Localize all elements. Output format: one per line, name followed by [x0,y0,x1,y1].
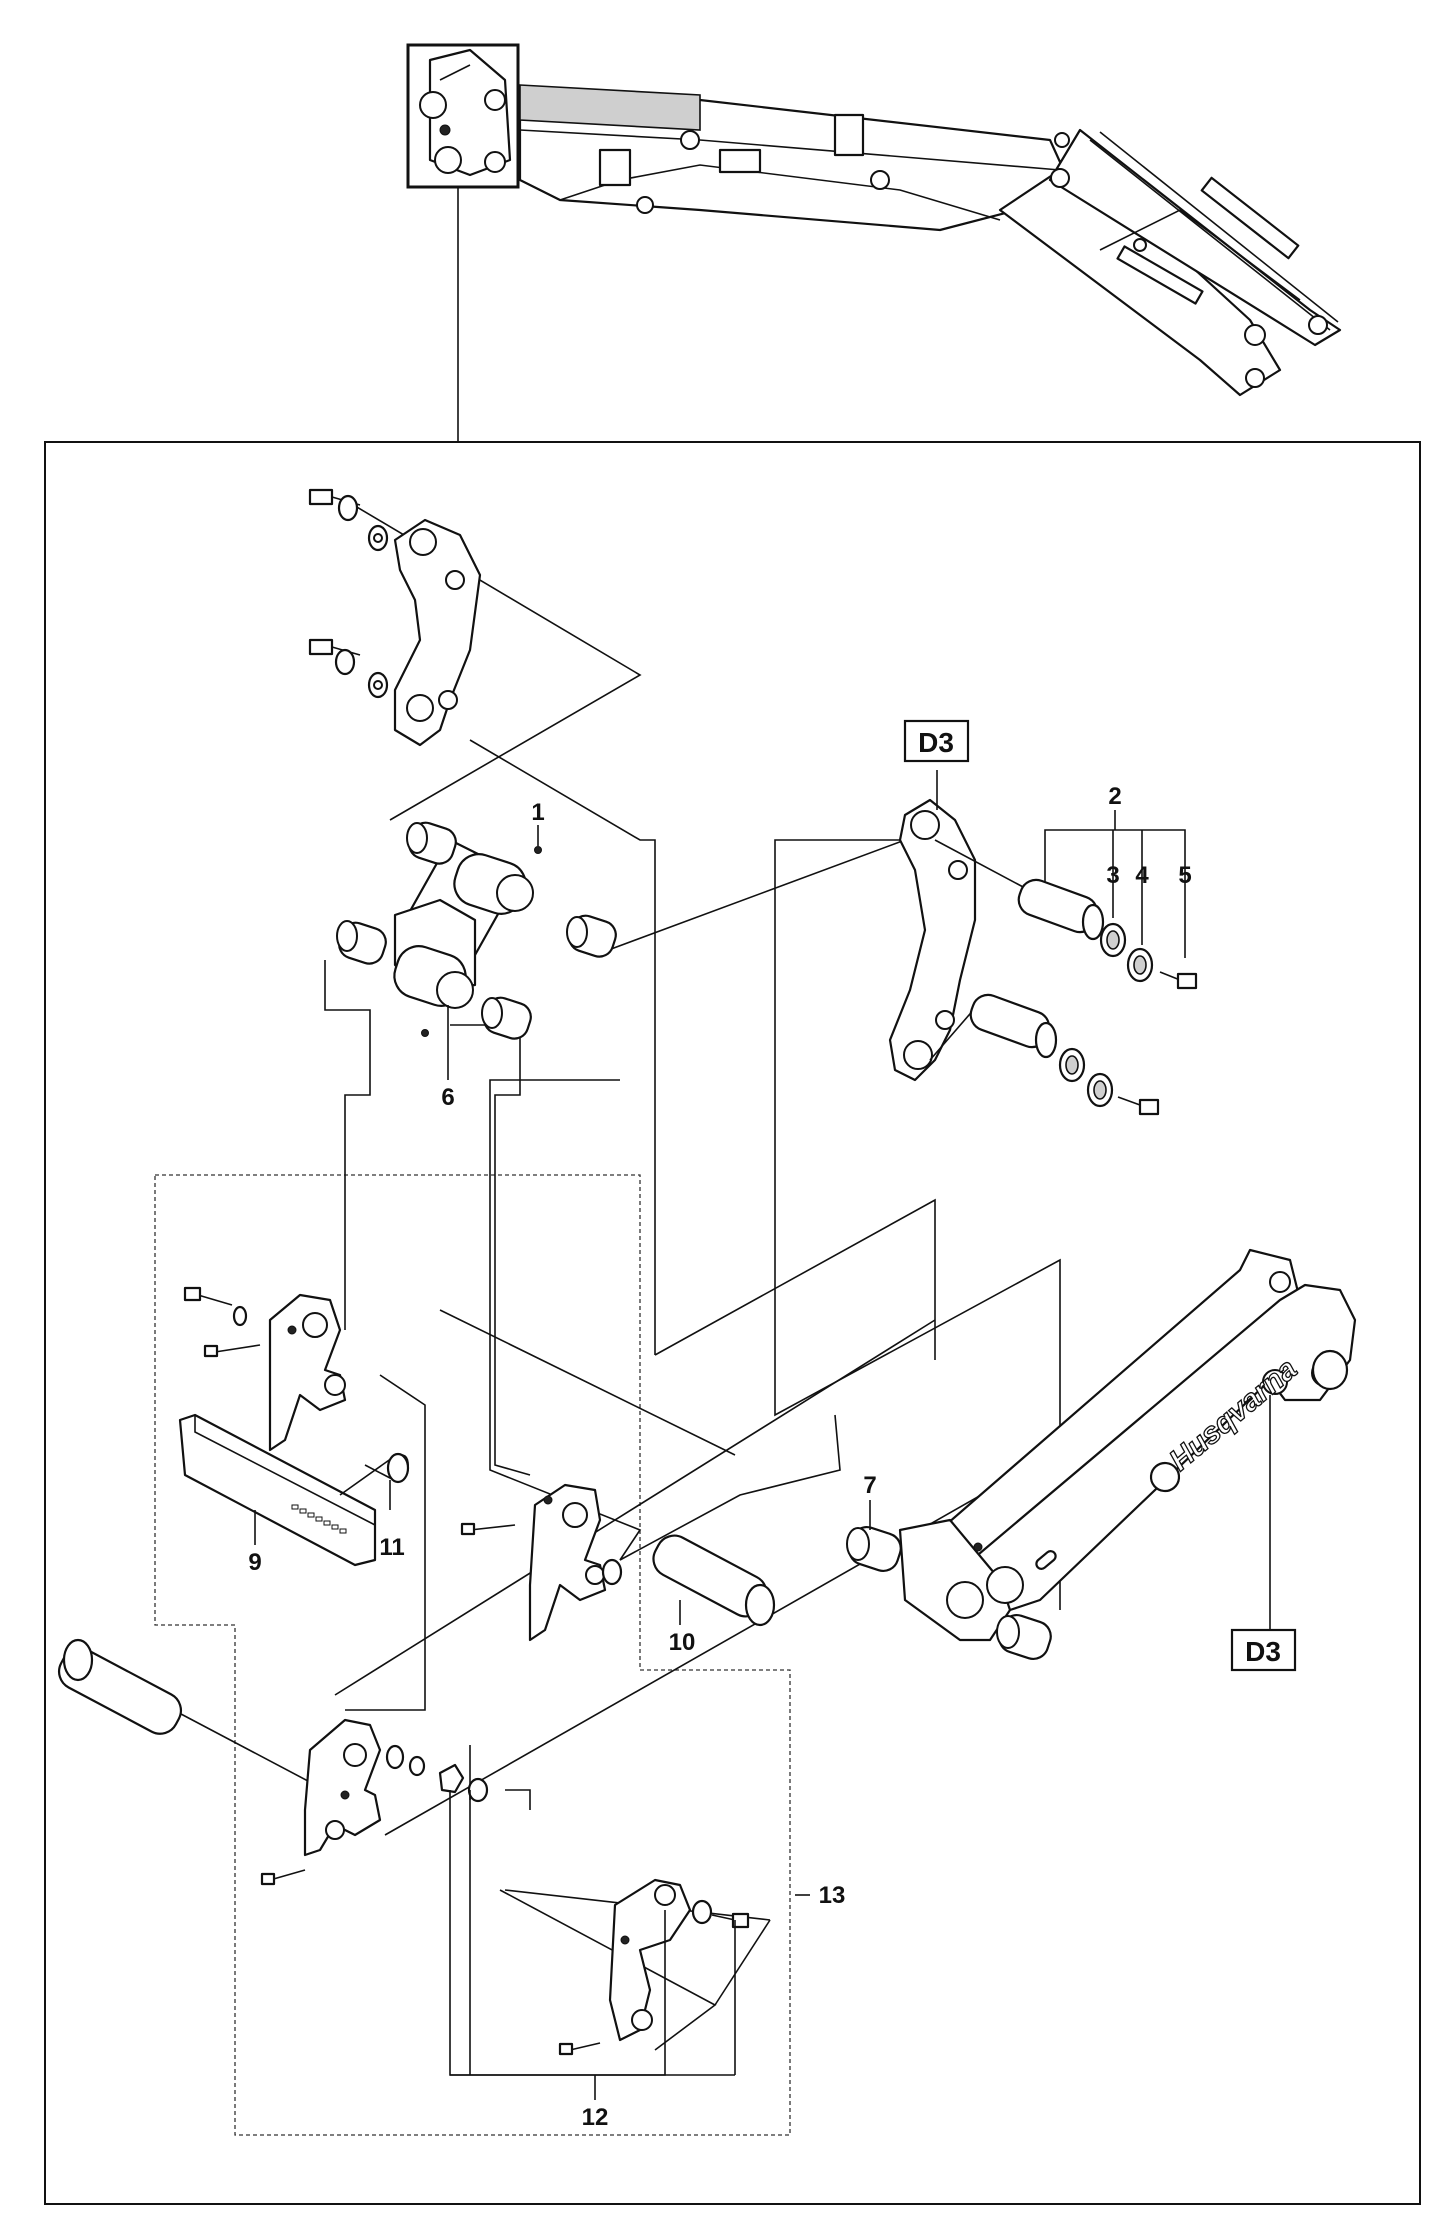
detail-highlight-box [406,43,520,189]
callout-5: 5 [1178,862,1191,889]
latch-center [460,1483,623,1642]
latch-lower-right [558,1878,750,2056]
handle-9 [178,1413,377,1567]
ref-box-bottom [1230,1628,1297,1672]
callout-13: 13 [819,1882,846,1909]
ref-label-top: D3 [918,727,954,758]
boom-overview-icon [419,48,1342,397]
link-plate-d3 [888,798,1198,1116]
ref-label-bottom: D3 [1245,1636,1281,1667]
callout-11: 11 [379,1534,404,1561]
callout-2: 2 [1108,783,1121,810]
husqvarna-crown-icon [1149,1461,1181,1493]
detail-frame [44,441,1421,2205]
callout-3: 3 [1106,862,1119,889]
pin-10 [652,1534,776,1627]
main-arm-d3: Husqvarna [846,1248,1357,1660]
callout-1: 1 [531,799,544,826]
callout-9: 9 [248,1549,261,1576]
callout-4: 4 [1135,862,1149,889]
callout-6: 6 [441,1084,454,1111]
spring-clip-11 [339,1452,410,1496]
callout-10: 10 [669,1629,696,1656]
pin-long-left [57,1638,183,1735]
callout-leaders [254,770,1271,2100]
link-plate-top [308,488,482,747]
ref-box-top [903,719,970,763]
latch-upper-left [183,1286,347,1452]
callout-7: 7 [863,1472,876,1499]
latch-lower-left [260,1718,489,1886]
connecting-link [336,821,617,1055]
callout-12: 12 [582,2104,609,2131]
